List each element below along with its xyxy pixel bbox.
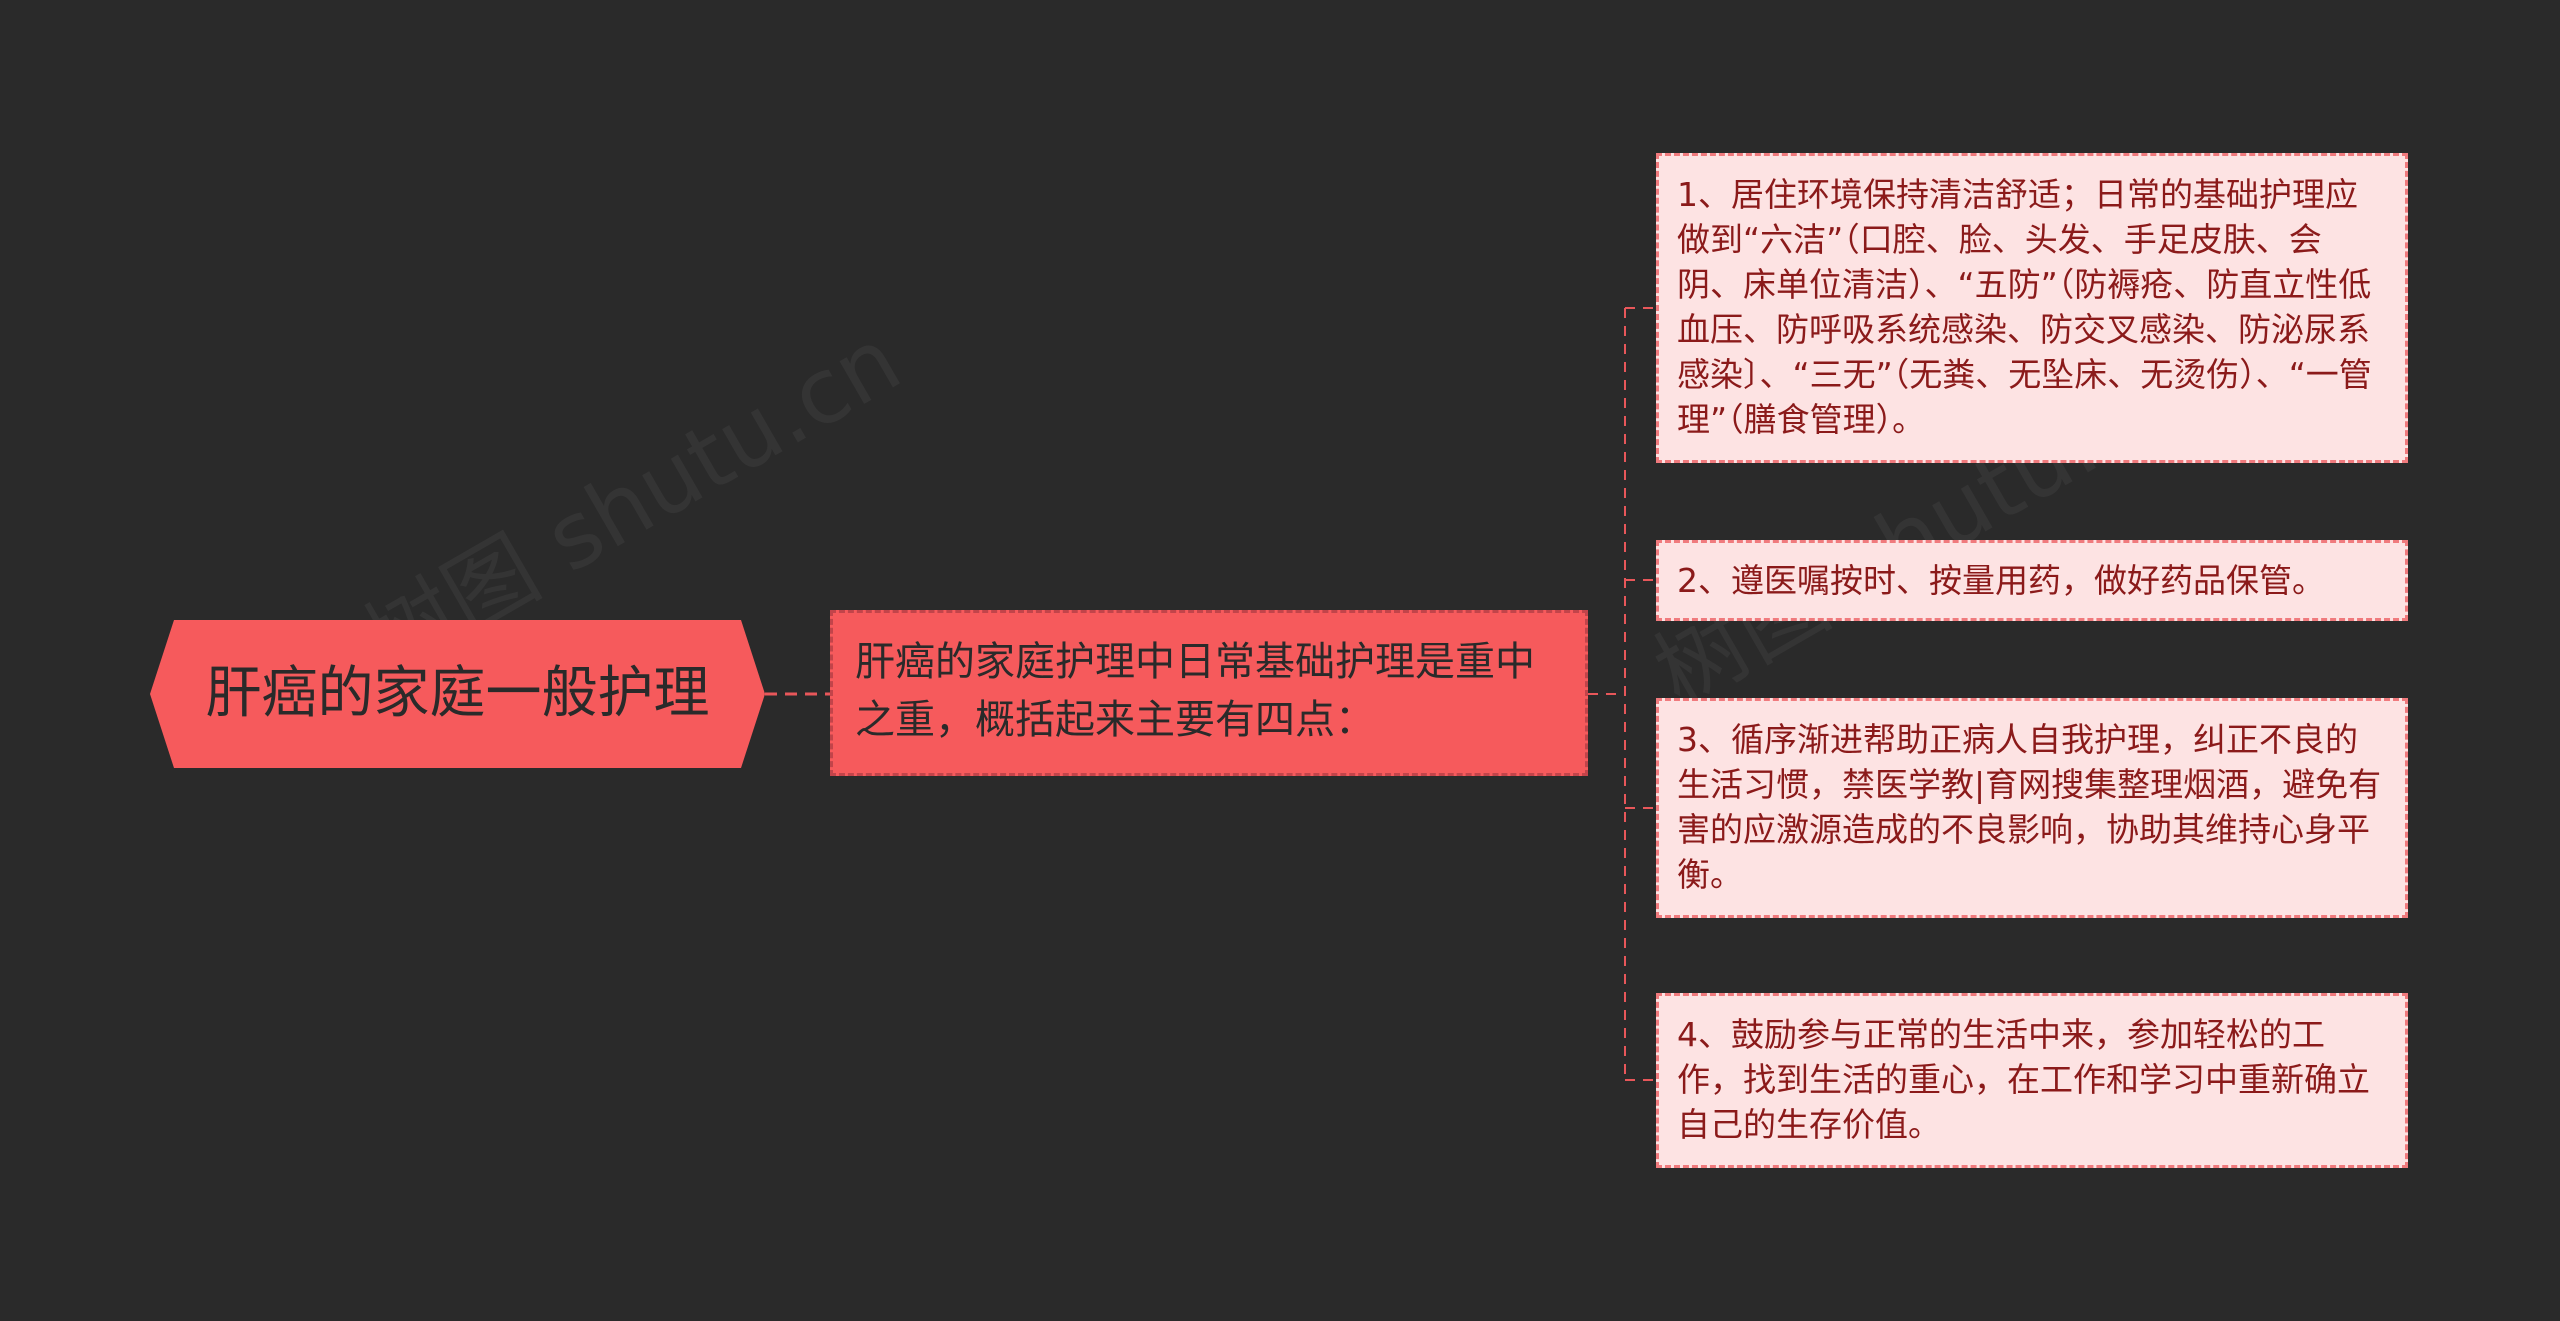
leaf-text: 4、鼓励参与正常的生活中来，参加轻松的工作，找到生活的重心，在工作和学习中重新确…: [1677, 1015, 2370, 1144]
summary-node[interactable]: 肝癌的家庭护理中日常基础护理是重中之重，概括起来主要有四点：: [830, 610, 1588, 776]
leaf-node-2[interactable]: 2、遵医嘱按时、按量用药，做好药品保管。: [1656, 540, 2408, 621]
root-topic-node[interactable]: 肝癌的家庭一般护理: [150, 620, 765, 768]
leaf-text: 2、遵医嘱按时、按量用药，做好药品保管。: [1677, 561, 2325, 600]
leaf-text: 3、循序渐进帮助正病人自我护理，纠正不良的生活习惯，禁医学教|育网搜集整理烟酒，…: [1677, 720, 2382, 894]
leaf-node-1[interactable]: 1、居住环境保持清洁舒适；日常的基础护理应做到“六洁”（口腔、脸、头发、手足皮肤…: [1656, 153, 2408, 463]
leaf-node-3[interactable]: 3、循序渐进帮助正病人自我护理，纠正不良的生活习惯，禁医学教|育网搜集整理烟酒，…: [1656, 698, 2408, 918]
leaf-text: 1、居住环境保持清洁舒适；日常的基础护理应做到“六洁”（口腔、脸、头发、手足皮肤…: [1677, 175, 2372, 439]
summary-label: 肝癌的家庭护理中日常基础护理是重中之重，概括起来主要有四点：: [855, 639, 1535, 743]
root-topic-label: 肝癌的家庭一般护理: [205, 661, 710, 726]
leaf-node-4[interactable]: 4、鼓励参与正常的生活中来，参加轻松的工作，找到生活的重心，在工作和学习中重新确…: [1656, 993, 2408, 1168]
